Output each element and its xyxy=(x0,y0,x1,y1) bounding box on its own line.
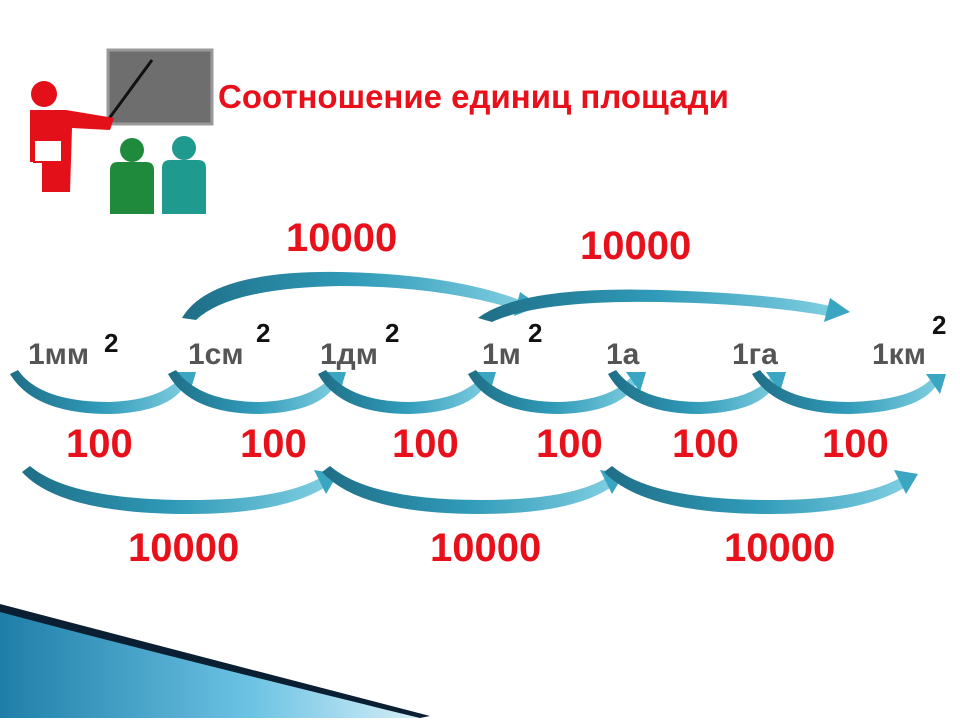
unit-km2: 1км xyxy=(872,338,926,371)
bottom-factor-3: 10000 xyxy=(724,526,836,570)
unit-mm2: 1мм xyxy=(28,338,90,371)
page-title: Соотношение единиц площади xyxy=(218,78,729,115)
teacher-body xyxy=(30,110,114,192)
arrow-head-top-2 xyxy=(824,298,850,322)
step-factor-3: 100 xyxy=(392,422,459,466)
step-factor-5: 100 xyxy=(672,422,739,466)
arrow-bottom-3 xyxy=(604,466,904,514)
top-factor-1: 10000 xyxy=(286,216,398,260)
teacher-paper xyxy=(33,139,63,163)
unit-dm2-exp: 2 xyxy=(385,318,400,348)
bottom-factor-2: 10000 xyxy=(430,526,542,570)
unit-cm2: 1см xyxy=(188,338,244,371)
student-body-teal xyxy=(162,160,206,214)
student-body-green xyxy=(110,162,154,214)
unit-mm2-exp: 2 xyxy=(104,328,119,358)
small-arcs xyxy=(10,370,946,414)
arrow-head-bottom-3 xyxy=(894,470,918,494)
bottom-factor-1: 10000 xyxy=(128,526,240,570)
step-factor-2: 100 xyxy=(240,422,307,466)
unit-dm2: 1дм xyxy=(320,338,378,371)
arrow-top-2 xyxy=(478,289,830,322)
top-factor-2: 10000 xyxy=(580,224,692,268)
unit-m2-exp: 2 xyxy=(528,318,543,348)
unit-cm2-exp: 2 xyxy=(256,318,271,348)
step-factor-1: 100 xyxy=(66,422,133,466)
teacher-head xyxy=(31,81,57,107)
step-factor-4: 100 xyxy=(536,422,603,466)
unit-ha: 1га xyxy=(732,338,778,371)
step-factor-6: 100 xyxy=(822,422,889,466)
student-head-teal xyxy=(172,136,196,160)
arrow-bottom-2 xyxy=(322,466,610,514)
unit-km2-exp: 2 xyxy=(932,310,947,340)
unit-a: 1а xyxy=(606,338,640,371)
student-head-green xyxy=(120,138,144,162)
board-icon xyxy=(106,48,214,126)
unit-m2: 1м xyxy=(482,338,521,371)
arrow-top-1 xyxy=(182,271,520,320)
arrow-bottom-1 xyxy=(22,466,324,514)
pointer-icon xyxy=(106,59,154,121)
